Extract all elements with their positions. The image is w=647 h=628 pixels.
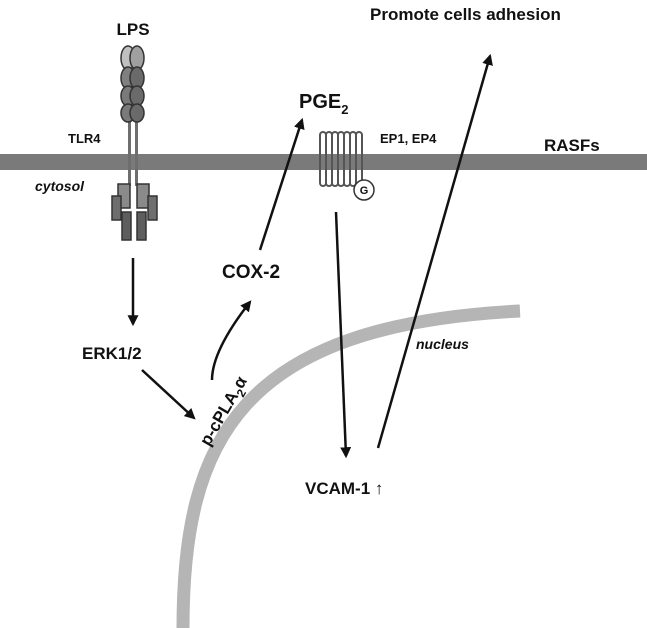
cytosol-label: cytosol	[35, 178, 85, 194]
nuclear-envelope	[176, 304, 521, 628]
erk-label: ERK1/2	[82, 344, 142, 363]
tlr4-receptor-icon	[111, 45, 158, 241]
g-protein-label: G	[360, 185, 369, 197]
ep-receptors-label: EP1, EP4	[380, 131, 437, 146]
promote-adhesion-label: Promote cells adhesion	[370, 5, 561, 24]
arrow-vcam-to-adhesion	[376, 53, 493, 449]
g-protein-icon	[353, 179, 375, 201]
nucleus-label: nucleus	[416, 336, 469, 352]
lps-label: LPS	[116, 20, 149, 39]
arrow-cpla2-to-cox2	[210, 300, 252, 381]
arrow-erk-to-cpla2	[141, 369, 196, 420]
plasma-membrane	[0, 154, 647, 170]
arrow-ep-to-vcam	[334, 211, 352, 459]
arrow-cox2-to-pge2	[258, 117, 305, 251]
tlr4-label: TLR4	[68, 131, 101, 146]
rasfs-label: RASFs	[544, 136, 600, 155]
cox2-label: COX-2	[222, 262, 280, 283]
vcam-label: VCAM-1 ↑	[305, 479, 383, 498]
pge2-label: PGE2	[299, 91, 348, 117]
